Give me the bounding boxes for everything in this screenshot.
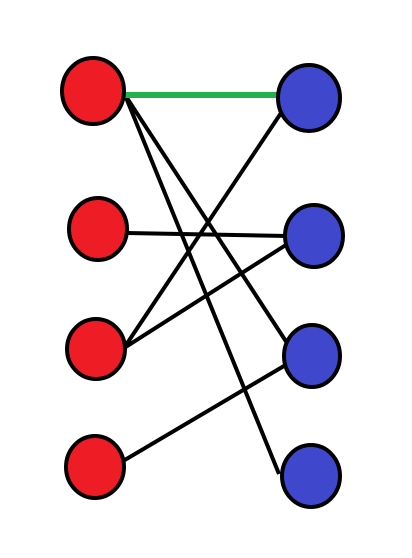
right-node-r1: [276, 63, 342, 133]
edge-l1-r4: [123, 94, 281, 475]
left-node-l1: [60, 56, 126, 126]
left-node-l4: [64, 434, 126, 500]
right-node-r4: [280, 443, 342, 509]
edges-layer: [121, 92, 291, 475]
left-node-l3: [65, 317, 127, 381]
nodes-layer: [60, 56, 345, 509]
right-node-r2: [283, 203, 345, 269]
edge-l3-r1: [122, 111, 283, 350]
left-node-l2: [67, 196, 129, 262]
right-node-r3: [282, 323, 342, 389]
edge-l2-r2: [124, 231, 288, 238]
edge-l3-r2: [122, 241, 291, 350]
edge-l4-r3: [121, 361, 291, 463]
